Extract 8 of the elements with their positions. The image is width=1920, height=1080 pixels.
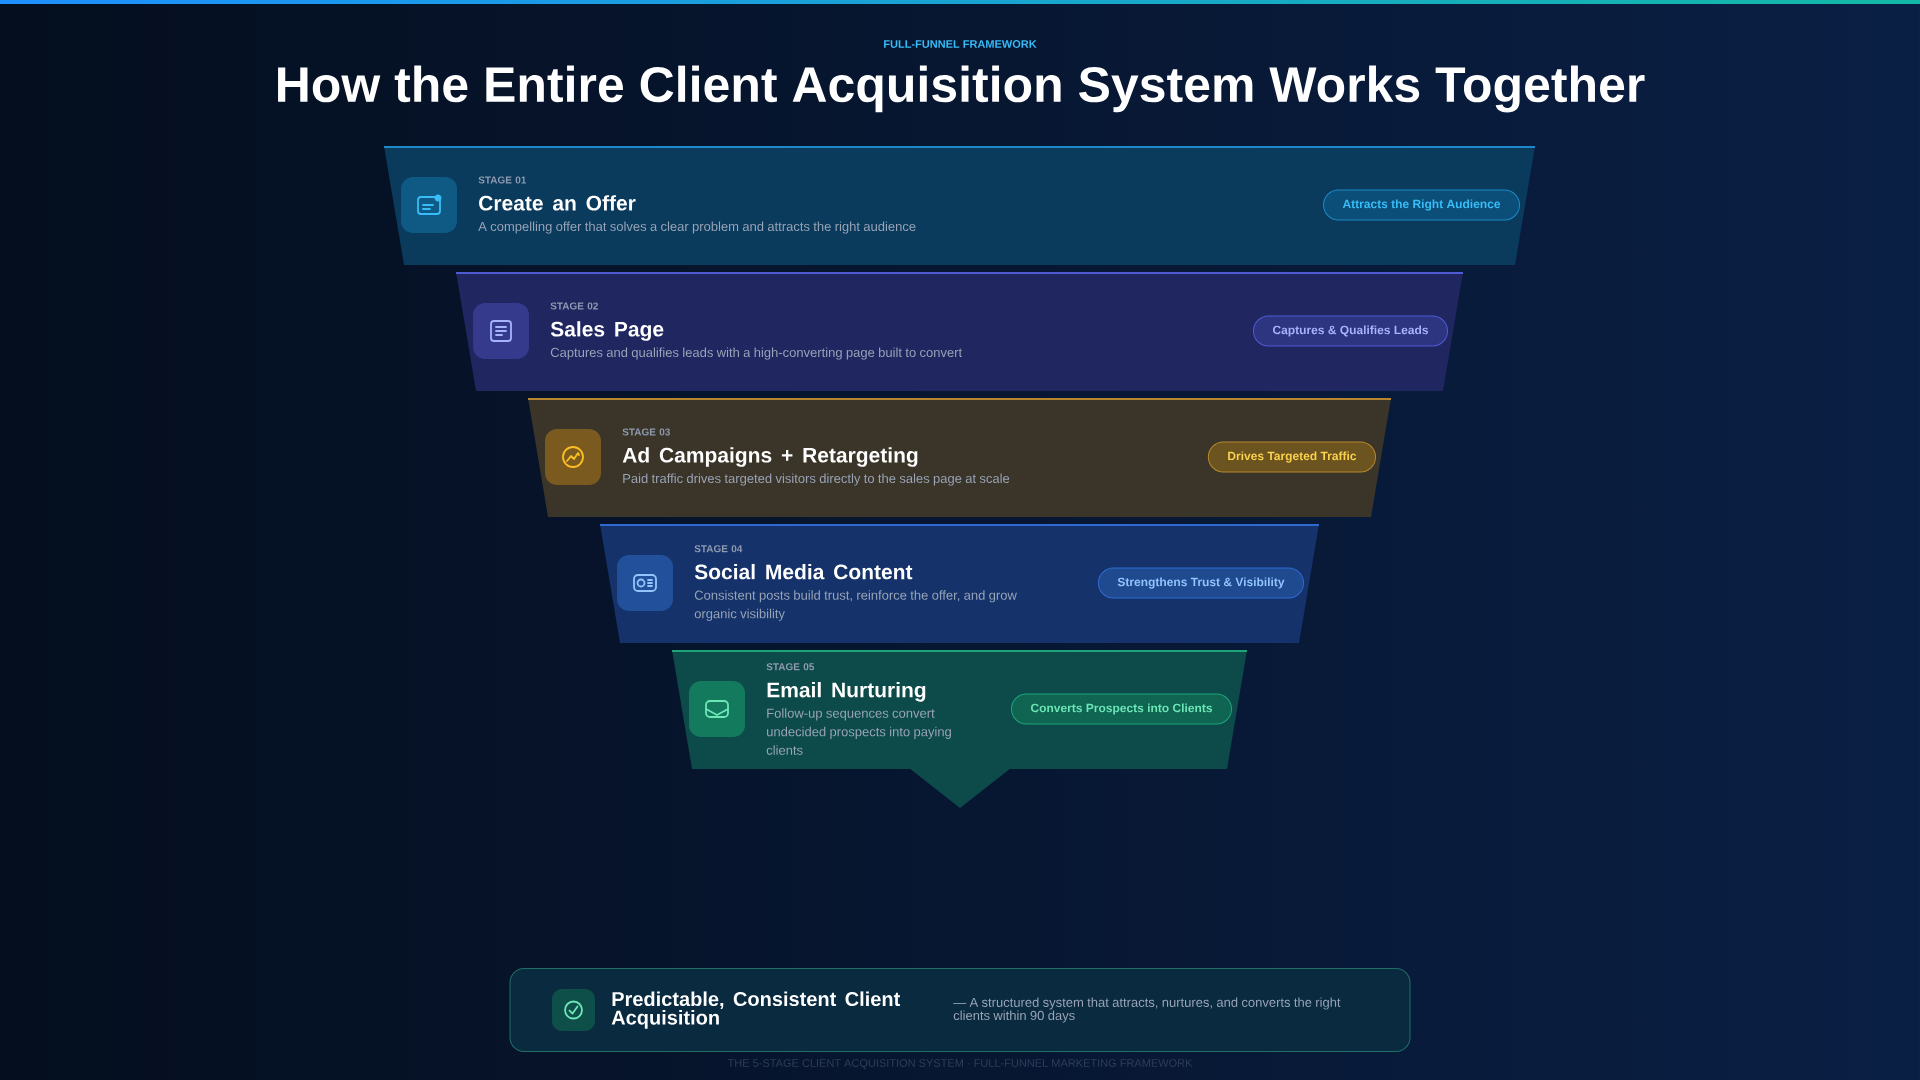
eyebrow-label: FULL-FUNNEL FRAMEWORK [884,40,1037,48]
benefit-pill: Attracts the Right Audience [1323,189,1520,221]
benefit-pill: Drives Targeted Traffic [1207,441,1376,473]
benefit-pill: Strengthens Trust & Visibility [1097,567,1304,599]
benefit-pill: Captures & Qualifies Leads [1252,315,1448,347]
title: How the Entire Client Acquisition System Works Together [278,65,1645,113]
benefit-pill: Converts Prospects into Clients [1010,693,1232,725]
result-box: Predictable, Consistent Client Acquisition — A structured system that attracts, nurtures, and converts the right clients within 90 days [509,968,1411,1052]
